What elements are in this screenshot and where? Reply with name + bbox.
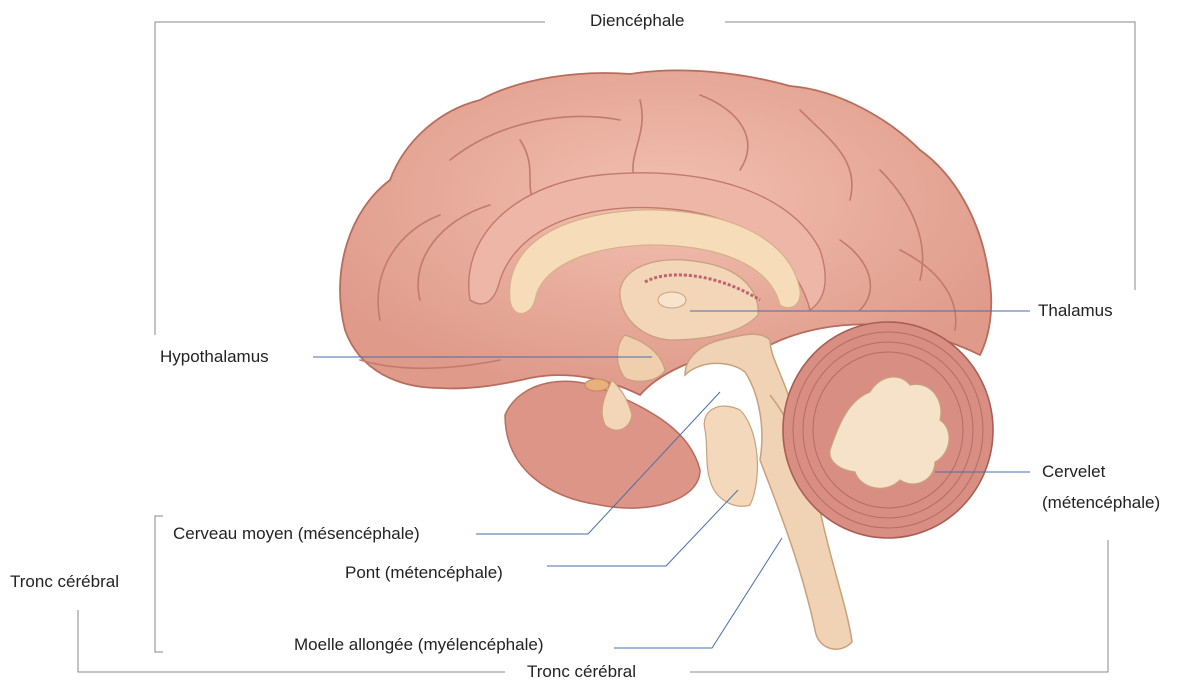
pons	[704, 406, 757, 506]
label-pont: Pont (métencéphale)	[345, 563, 503, 583]
interthalamic-adhesion	[658, 292, 686, 308]
label-diencephale: Diencéphale	[590, 11, 685, 31]
label-tronc-cerebral-bottom: Tronc cérébral	[527, 662, 636, 682]
label-cervelet-metencephale: (métencéphale)	[1042, 493, 1160, 513]
label-cerveau-moyen: Cerveau moyen (mésencéphale)	[173, 524, 420, 544]
label-tronc-cerebral-left: Tronc cérébral	[10, 572, 119, 592]
tronc-left-bracket	[155, 516, 163, 652]
label-hypothalamus: Hypothalamus	[160, 347, 269, 367]
tronc-bottom-bracket	[78, 540, 1108, 672]
label-cervelet: Cervelet	[1042, 462, 1105, 482]
cerebellum	[783, 322, 993, 538]
optic-chiasm	[585, 379, 609, 391]
label-moelle-allongee: Moelle allongée (myélencéphale)	[294, 635, 543, 655]
label-thalamus: Thalamus	[1038, 301, 1113, 321]
